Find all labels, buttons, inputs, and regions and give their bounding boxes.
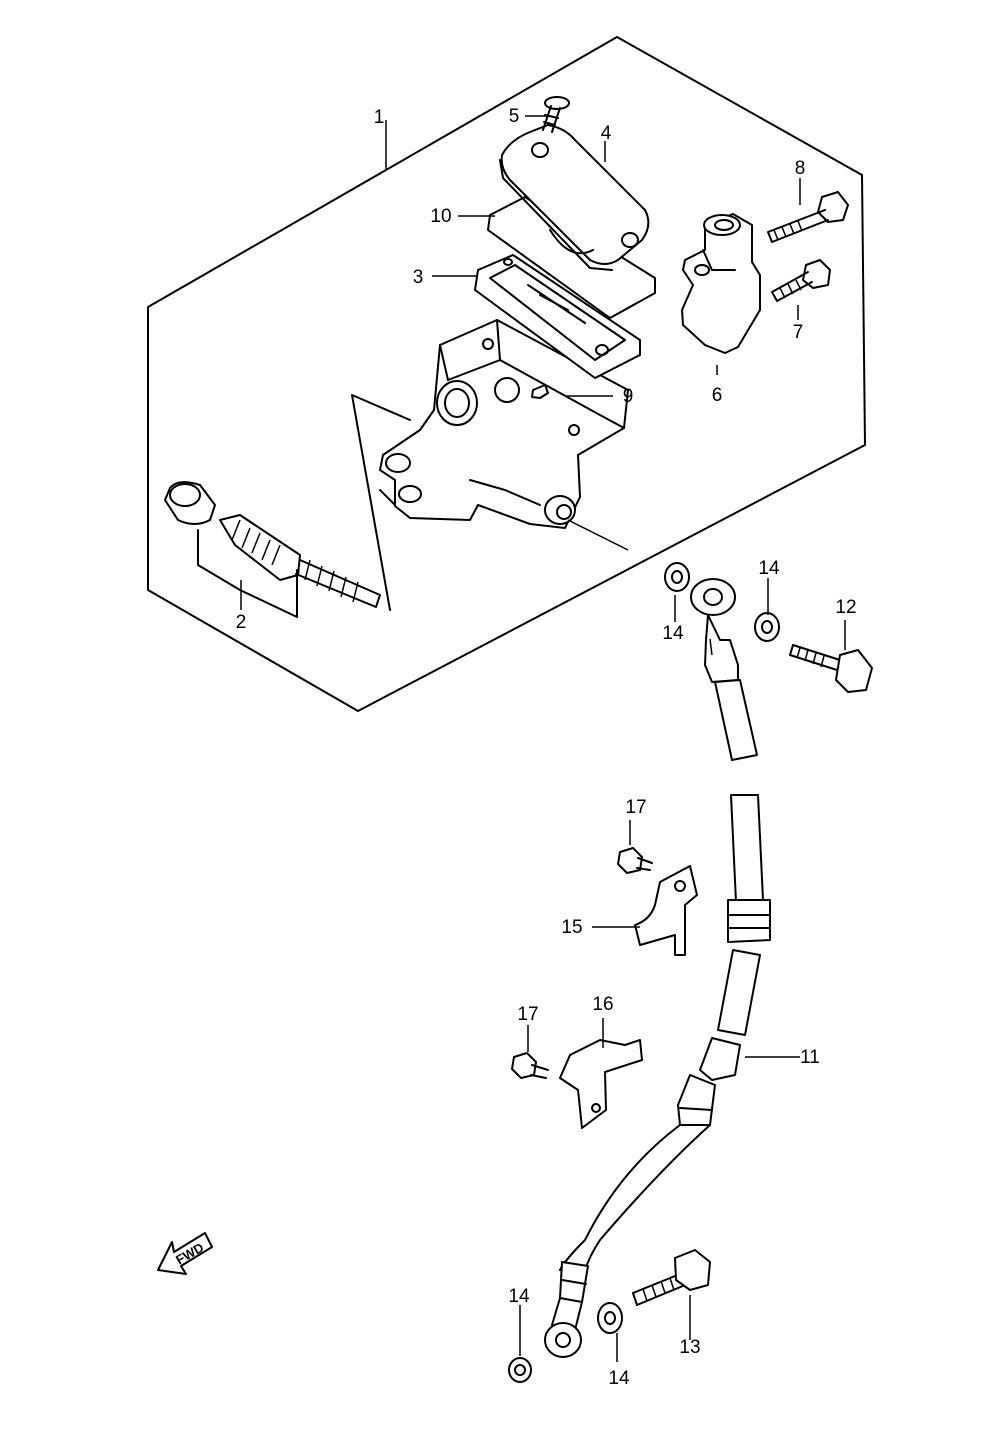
- union-bolt-lower: [632, 1249, 711, 1306]
- piston-guide-triangle: [351, 394, 411, 611]
- callout-14-lower-right: 14: [608, 1368, 630, 1389]
- clamp-bolt-upper: [617, 847, 653, 874]
- callout-9: 9: [623, 386, 634, 407]
- callout-11: 11: [800, 1047, 820, 1068]
- callout-14-lower-left: 14: [508, 1286, 530, 1307]
- gasket-upper-right: [754, 612, 780, 642]
- reservoir-cap: [499, 124, 650, 271]
- callout-4: 4: [601, 123, 612, 144]
- callout-17-upper: 17: [625, 797, 646, 818]
- callout-3: 3: [413, 267, 424, 288]
- assembly-outline: [147, 36, 866, 712]
- gasket-upper-left: [664, 562, 690, 592]
- gasket-lower-right: [597, 1302, 623, 1334]
- holder: [681, 213, 761, 354]
- holder-bolt-long: [767, 191, 849, 243]
- union-bolt: [789, 644, 873, 693]
- callout-6: 6: [712, 385, 723, 406]
- piston-set: [164, 481, 381, 608]
- callout-2: 2: [236, 612, 247, 633]
- clip: [531, 384, 549, 399]
- fwd-arrow-icon: [157, 1232, 213, 1275]
- leader-lines: [240, 115, 846, 1362]
- holder-bolt: [771, 259, 831, 302]
- callout-17-lower: 17: [517, 1004, 538, 1025]
- callout-12: 12: [835, 597, 856, 618]
- hose-clamp: [634, 865, 698, 956]
- gasket-lower-left: [508, 1357, 532, 1383]
- callout-14-upper-left: 14: [662, 623, 684, 644]
- callout-14-upper-right: 14: [758, 558, 780, 579]
- callout-5: 5: [509, 106, 520, 127]
- callout-8: 8: [795, 158, 806, 179]
- diaphragm: [487, 196, 656, 319]
- callout-labels: 1 2 3 4 5 6 7 8 9 10 11 12 13 14 14 14 1…: [173, 106, 856, 1389]
- callout-13: 13: [679, 1337, 700, 1358]
- clamp-bolt-lower: [511, 1052, 549, 1079]
- callout-7: 7: [793, 322, 804, 343]
- callout-1: 1: [374, 107, 385, 128]
- cap-screw: [542, 96, 570, 133]
- master-cylinder-body: [379, 319, 629, 529]
- hose-guide: [559, 1039, 643, 1129]
- callout-15: 15: [561, 917, 582, 938]
- piston-bracket: [197, 529, 298, 618]
- brake-hose: [544, 578, 771, 1358]
- callout-16: 16: [592, 994, 613, 1015]
- diaphragm-plate: [474, 254, 641, 379]
- callout-10: 10: [430, 206, 451, 227]
